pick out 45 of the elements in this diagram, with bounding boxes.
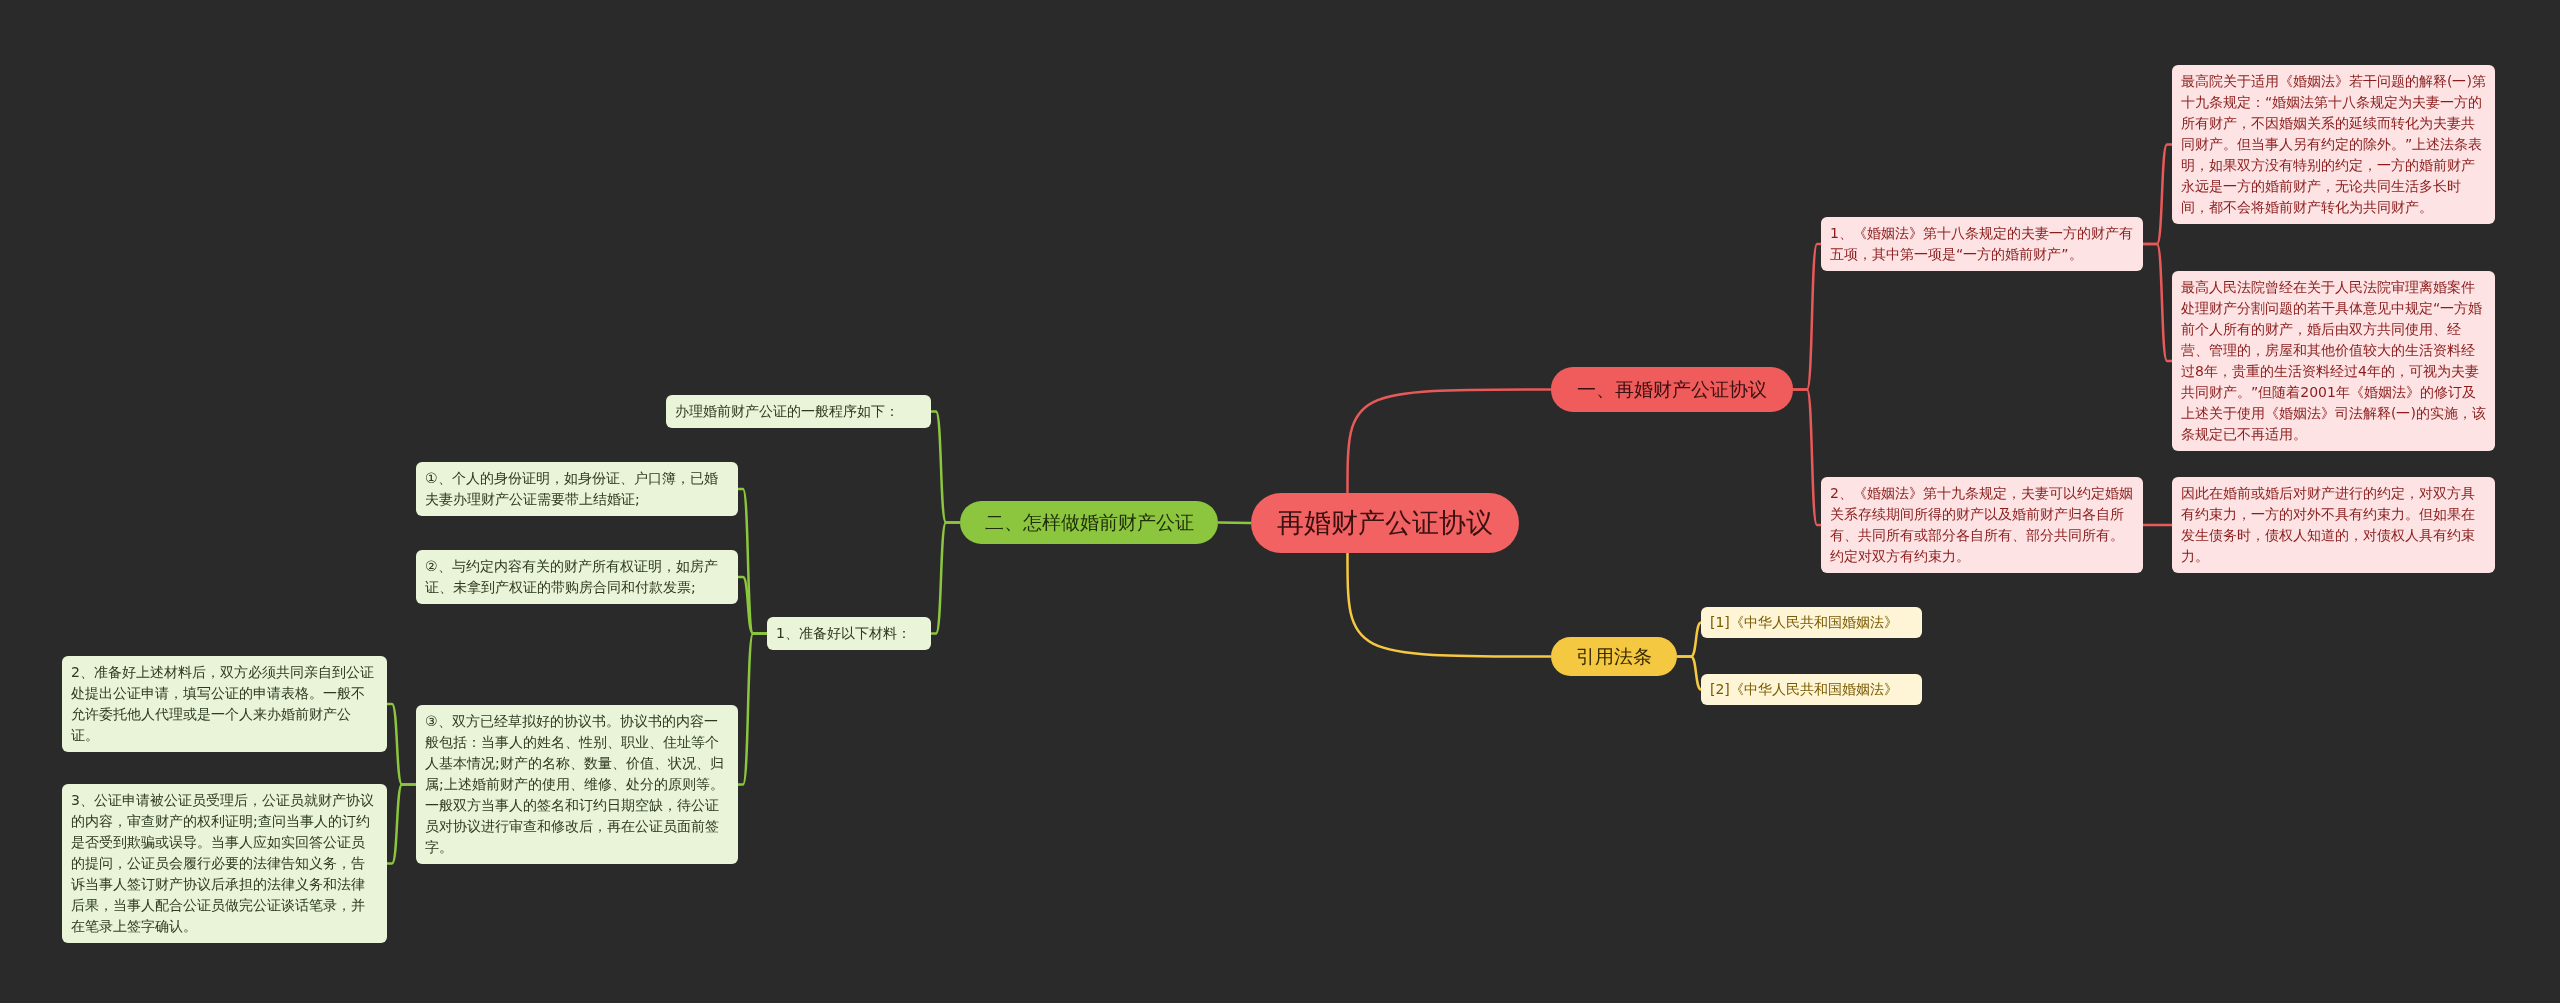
topic-text: 2、准备好上述材料后，双方必须共同亲自到公证处提出公证申请，填写公证的申请表格。一般不允许委托他人代理或是一个人来办婚前财产公证。 — [71, 664, 374, 743]
reference-card — [1701, 674, 1922, 705]
connector-line — [2143, 523, 2172, 527]
connector-line — [1677, 655, 1703, 691]
topic-text: 3、公证申请被公证员受理后，公证员就财产协议的内容，审查财产的权利证明;查问当事人的订约是否受到欺骗或误导。当事人应如实回答公证员的提问，公证员会履行必要的法律告知义务，告诉当事人签订财产协议后承担的法律义务和法律后果，当事人配合公证员做完公证谈话笔录，并在笔录上签字确认。 — [71, 792, 374, 934]
note-card — [2172, 65, 2495, 224]
note-card — [62, 656, 387, 752]
topic-text: 因此在婚前或婚后对财产进行的约定，对双方具有约束力，一方的对外不具有约束力。但如果在发生债务时，债权人知道的，对债权人具有约束力。 — [2181, 485, 2475, 564]
branch-topic — [1551, 367, 1793, 412]
connector-line — [738, 632, 767, 786]
note-card — [62, 784, 387, 943]
topic-text: ②、与约定内容有关的财产所有权证明，如房产证、未拿到产权证的带购房合同和付款发票; — [425, 558, 718, 595]
branch-topic — [960, 501, 1218, 544]
connector-line — [1218, 521, 1251, 525]
topic-text: 最高人民法院曾经在关于人民法院审理离婚案件处理财产分割问题的若干具体意见中规定“一方婚前个人所有的财产，婚后由双方共同使用、经营、管理的，房屋和其他价值较大的生活资料经过8年，贵重的生活资料经过4年的，可视为夫妻共同财产。”但随着2001年《婚姻法》的修订及上述关于使用《婚姻法》司法解释(一)的实施，该条规定已不再适用。 — [2181, 279, 2486, 442]
topic-text: 再婚财产公证协议 — [1277, 506, 1493, 540]
topic-text: ①、个人的身份证明，如身份证、户口簿，已婚夫妻办理财产公证需要带上结婚证; — [425, 470, 718, 507]
topic-text: ③、双方已经草拟好的协议书。协议书的内容一般包括：当事人的姓名、性别、职业、住址等个人基本情况;财产的名称、数量、价值、状况、归属;上述婚前财产的使用、维修、处分的原则等。一般双方当事人的签名和订约日期空缺，待公证员对协议进行审查和修改后，再在公证员面前签字。 — [425, 713, 724, 855]
note-card — [1821, 217, 2143, 271]
topic-text: [1]《中华人民共和国婚姻法》 — [1710, 614, 1898, 630]
note-card — [416, 705, 738, 864]
note-card — [416, 462, 738, 516]
note-card — [1821, 477, 2143, 573]
connector-line — [931, 521, 960, 635]
topic-text: 引用法条 — [1576, 643, 1652, 669]
topic-text: 2、《婚姻法》第十九条规定，夫妻可以约定婚姻关系存续期间所得的财产以及婚前财产归各自所有、共同所有或部分各自所有、部分共同所有。约定对双方有约束力。 — [1830, 485, 2133, 564]
topic-text: 办理婚前财产公证的一般程序如下： — [675, 403, 899, 419]
connector-line — [2143, 242, 2172, 363]
connector-line — [1346, 388, 1551, 493]
reference-card — [1701, 607, 1922, 638]
topic-text: 一、再婚财产公证协议 — [1577, 376, 1767, 402]
connector-line — [387, 783, 416, 865]
note-card — [767, 617, 931, 650]
branch-topic — [1551, 637, 1677, 676]
note-card — [666, 395, 931, 428]
connector-line — [1793, 388, 1821, 527]
topic-text: 1、《婚姻法》第十八条规定的夫妻一方的财产有五项，其中第一项是“一方的婚前财产”。 — [1830, 225, 2133, 262]
topic-text: 1、准备好以下材料： — [776, 625, 911, 641]
topic-text: 二、怎样做婚前财产公证 — [984, 509, 1194, 535]
central-topic — [1251, 493, 1519, 553]
note-card — [2172, 477, 2495, 573]
connector-line — [1346, 553, 1551, 658]
topic-text: [2]《中华人民共和国婚姻法》 — [1710, 681, 1898, 697]
note-card — [416, 550, 738, 604]
topic-text: 最高院关于适用《婚姻法》若干问题的解释(一)第十九条规定：“婚姻法第十八条规定为夫妻一方的所有财产，不因婚姻关系的延续而转化为夫妻共同财产。但当事人另有约定的除外。”上述法条表明，如果双方没有特别的约定，一方的婚前财产永远是一方的婚前财产，无论共同生活多长时间，都不会将婚前财产转化为共同财产。 — [2181, 73, 2486, 215]
